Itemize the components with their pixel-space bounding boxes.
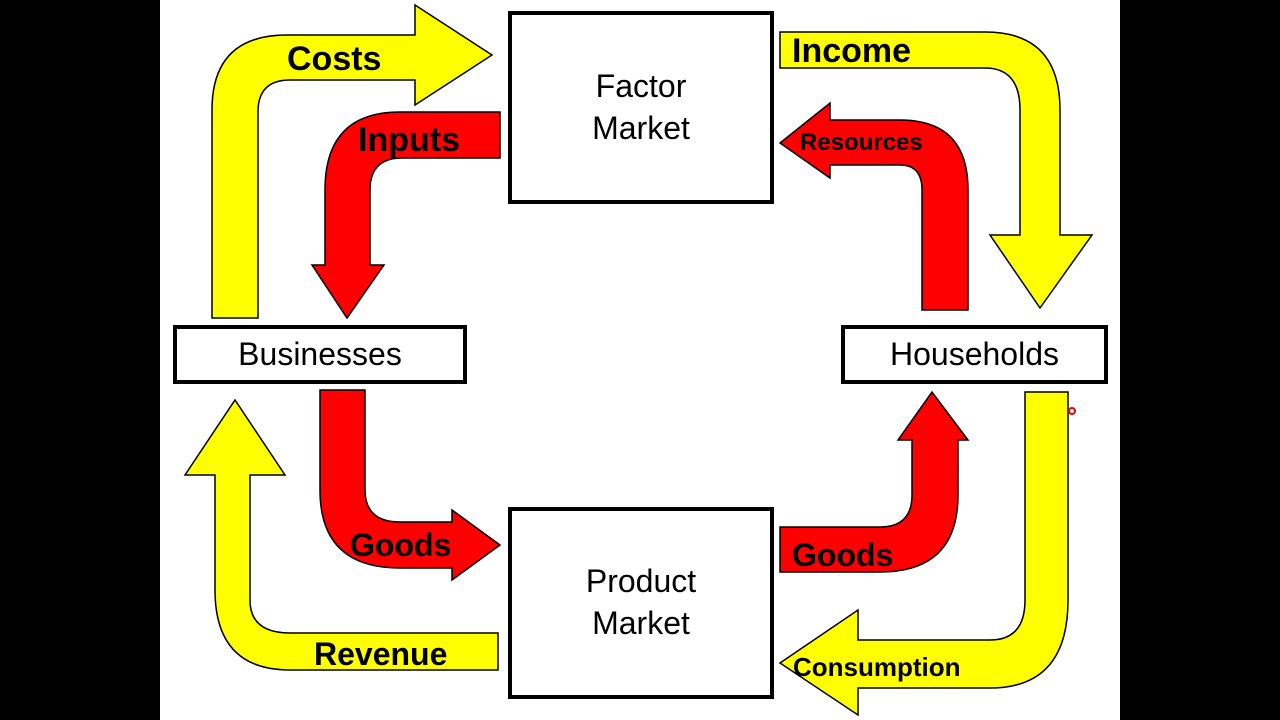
resources-arrow [778,101,969,311]
product-market-box: Product Market [508,507,774,699]
goods-households-label: Goods [792,537,894,573]
consumption-arrow [778,391,1069,717]
income-arrow [779,31,1094,310]
households-label: Households [890,335,1059,372]
income-label: Income [792,32,912,70]
inputs-label: Inputs [358,121,460,159]
goods-businesses-label: Goods [350,527,452,563]
goods-households-arrow [779,390,970,573]
revenue-arrow [183,398,499,671]
consumption-label: Consumption [793,652,961,682]
product-market-label: Product Market [585,563,697,641]
costs-label: Costs [287,40,382,78]
households-box: Households [841,325,1108,384]
costs-arrow [211,3,494,319]
businesses-label: Businesses [238,335,402,372]
resources-label: Resources [800,129,923,156]
revenue-label: Revenue [314,636,448,672]
goods-businesses-arrow [319,389,502,582]
inputs-arrow [310,111,501,320]
factor-market-box: Factor Market [508,11,774,204]
businesses-box: Businesses [173,325,467,384]
factor-market-label: Factor Market [592,67,690,146]
pointer-cursor [1068,407,1076,415]
